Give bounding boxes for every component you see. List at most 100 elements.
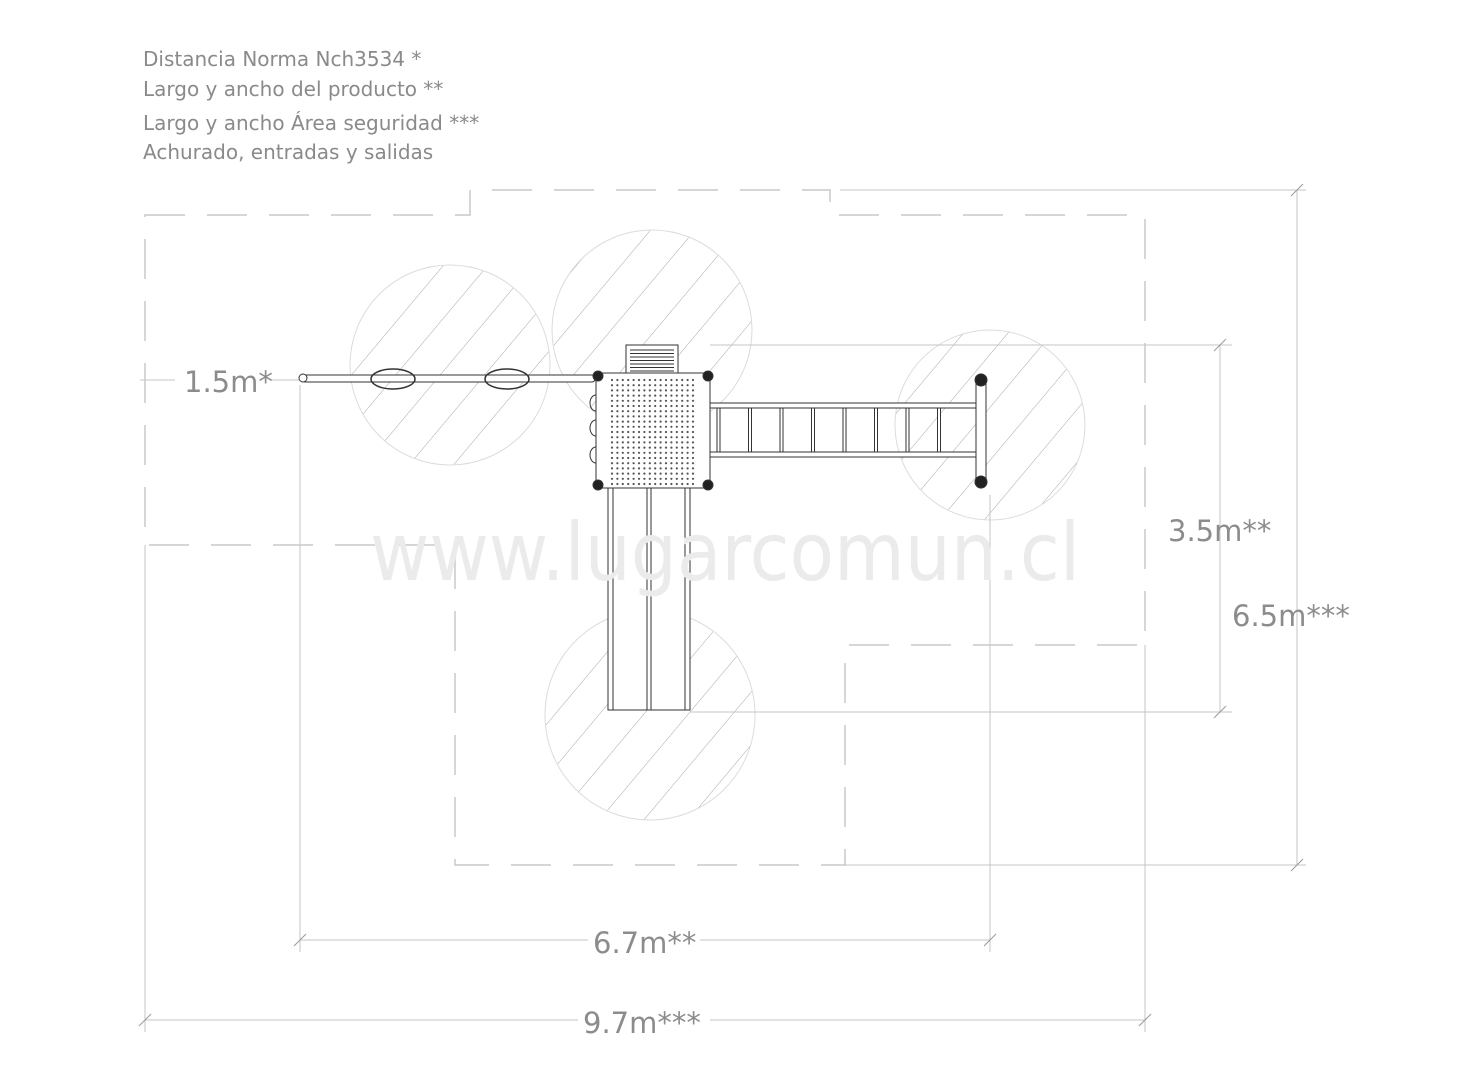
perforation-dot	[616, 378, 619, 382]
tower-posts	[592, 370, 714, 491]
perforation-dot	[621, 399, 624, 402]
perforation-dot	[686, 477, 689, 480]
perforation-dot	[654, 451, 657, 454]
perforation-dot	[681, 404, 684, 408]
perforation-dot	[610, 410, 614, 413]
perforation-dot	[621, 441, 624, 444]
perforation-dot	[675, 378, 678, 382]
monkey-bar-rung	[748, 407, 752, 453]
perforation-dot	[637, 477, 641, 480]
perforation-dot	[643, 399, 646, 402]
perforation-dot	[616, 456, 619, 460]
perforation-dot	[610, 430, 614, 434]
perforation-dot	[670, 436, 673, 439]
perforation-dot	[637, 456, 641, 460]
perforation-dot	[627, 436, 630, 439]
perforation-dot	[659, 477, 662, 480]
perforation-dot	[648, 467, 651, 470]
perforation-dot	[664, 404, 668, 408]
perforation-dot	[643, 389, 646, 392]
perforation-dot	[659, 420, 662, 423]
perforation-dot	[621, 456, 624, 460]
perforation-dot	[610, 394, 614, 397]
perforation-dot	[691, 394, 695, 397]
perforation-dot	[648, 456, 651, 460]
perforation-dot	[659, 430, 662, 434]
perforation-dot	[664, 378, 668, 382]
swing-seat	[370, 368, 416, 390]
perforation-dot	[681, 420, 684, 423]
perforation-dot	[691, 482, 695, 486]
perforation-dot	[670, 394, 673, 397]
perforation-dot	[621, 420, 624, 423]
dim-safety-length: 9.7m***	[583, 1006, 701, 1040]
perforation-dot	[627, 462, 630, 465]
perforation-dot	[627, 477, 630, 480]
perforation-dot	[681, 378, 684, 382]
perforation-dot	[616, 467, 619, 470]
perforation-dot	[632, 404, 635, 408]
monkey-bar-rung	[842, 407, 847, 453]
perforation-dot	[610, 477, 614, 480]
perforation-dot	[659, 446, 662, 449]
monkey-bar-rung	[716, 407, 721, 453]
perforation-dot	[654, 389, 657, 392]
perforation-dot	[659, 472, 662, 475]
perforation-dot	[610, 467, 614, 470]
platform-perforation	[610, 378, 695, 486]
perforation-dot	[664, 482, 668, 486]
perforation-dot	[621, 389, 624, 392]
perforation-dot	[632, 477, 635, 480]
perforation-dot	[670, 415, 673, 418]
perforation-dot	[691, 441, 695, 444]
perforation-dot	[637, 441, 641, 444]
perforation-dot	[621, 425, 624, 428]
perforation-dot	[654, 436, 657, 439]
perforation-dot	[643, 384, 646, 387]
perforation-dot	[659, 467, 662, 470]
perforation-dot	[691, 399, 695, 402]
perforation-dot	[654, 482, 657, 486]
perforation-dot	[670, 389, 673, 392]
perforation-dot	[664, 446, 668, 449]
perforation-dot	[637, 436, 641, 439]
perforation-dot	[643, 410, 646, 413]
perforation-dot	[632, 415, 635, 418]
perforation-dot	[654, 394, 657, 397]
perforation-dot	[616, 462, 619, 465]
perforation-dot	[627, 420, 630, 423]
perforation-dot	[664, 384, 668, 387]
perforation-dot	[621, 436, 624, 439]
perforation-dot	[654, 477, 657, 480]
perforation-dot	[670, 451, 673, 454]
perforation-dot	[686, 467, 689, 470]
perforation-dot	[664, 425, 668, 428]
legend-product-size: Largo y ancho del producto **	[143, 77, 444, 101]
perforation-dot	[637, 451, 641, 454]
perforation-dot	[659, 399, 662, 402]
perforation-dot	[627, 446, 630, 449]
perforation-dot	[610, 451, 614, 454]
perforation-dot	[675, 482, 678, 486]
perforation-dot	[670, 446, 673, 449]
perforation-dot	[675, 441, 678, 444]
perforation-dot	[686, 430, 689, 434]
perforation-dot	[675, 472, 678, 475]
perforation-dot	[627, 425, 630, 428]
perforation-dot	[610, 420, 614, 423]
perforation-dot	[681, 399, 684, 402]
perforation-dot	[664, 394, 668, 397]
perforation-dot	[686, 415, 689, 418]
perforation-dot	[659, 394, 662, 397]
perforation-dot	[675, 451, 678, 454]
perforation-dot	[637, 482, 641, 486]
perforation-dot	[664, 389, 668, 392]
perforation-dot	[610, 446, 614, 449]
perforation-dot	[632, 436, 635, 439]
perforation-dot	[637, 415, 641, 418]
legend-safety-area: Largo y ancho Área seguridad ***	[143, 111, 480, 135]
perforation-dot	[664, 451, 668, 454]
perforation-dot	[686, 404, 689, 408]
perforation-dot	[686, 482, 689, 486]
